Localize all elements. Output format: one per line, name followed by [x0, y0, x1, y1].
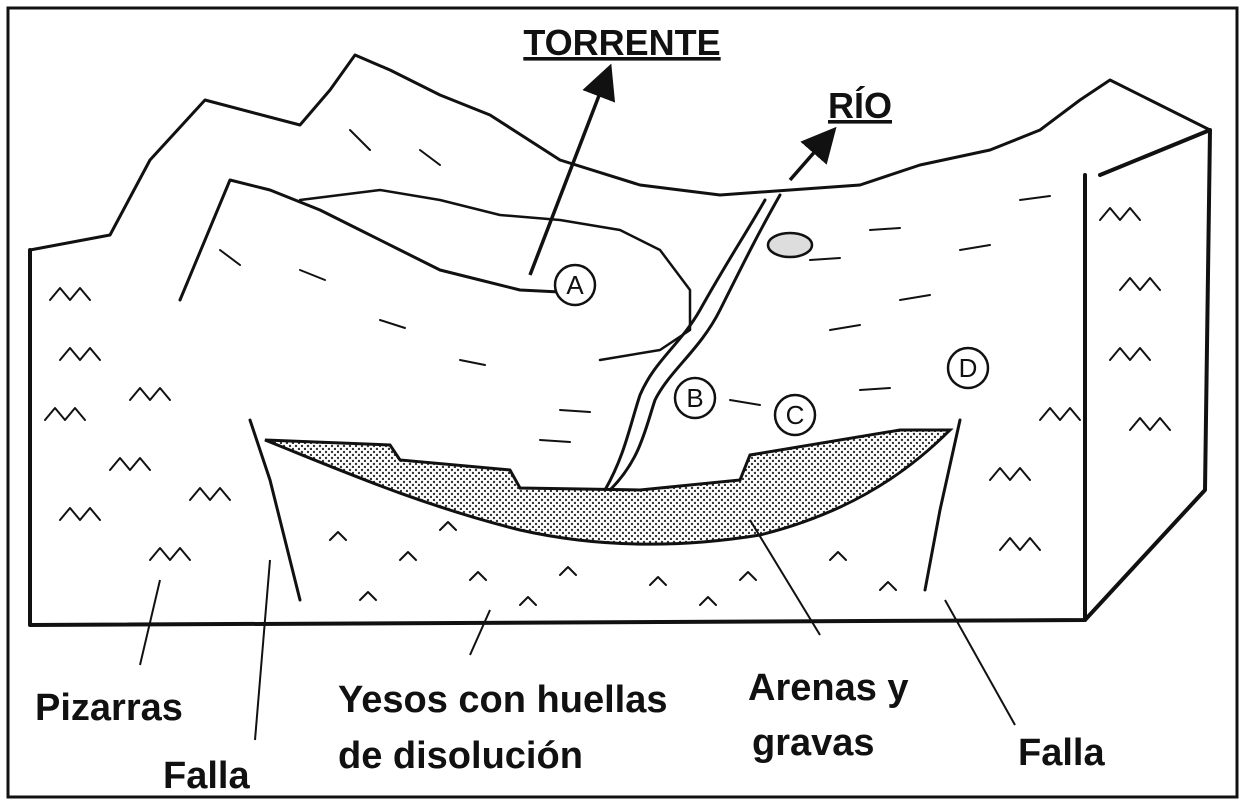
schist-pattern-left: [45, 288, 230, 560]
label-torrente: TORRENTE: [523, 22, 720, 63]
schist-pattern-right: [990, 208, 1170, 550]
point-a-label: A: [566, 270, 584, 300]
ridge-inner: [300, 190, 690, 360]
arenas-leader: [750, 520, 820, 635]
label-arenas-line2: gravas: [752, 722, 875, 764]
point-a: A: [555, 265, 595, 305]
river-channel: [610, 195, 780, 490]
point-b-label: B: [686, 383, 703, 413]
point-d-label: D: [959, 353, 978, 383]
torrente-arrow: [530, 80, 605, 275]
mountain-skyline: [30, 55, 1210, 250]
point-b: B: [675, 378, 715, 418]
label-rio: RÍO: [828, 85, 892, 126]
rio-arrow: [790, 140, 825, 180]
yesos-leader: [470, 610, 490, 655]
label-yesos-line1: Yesos con huellas: [338, 679, 667, 721]
point-d: D: [948, 348, 988, 388]
river-bank: [605, 200, 765, 490]
label-arenas-line1: Arenas y: [748, 667, 909, 709]
falla-left-leader: [255, 560, 270, 740]
point-c-label: C: [786, 400, 805, 430]
ridge-front: [180, 180, 560, 300]
label-falla-right: Falla: [1018, 732, 1105, 774]
label-yesos-line2: de disolución: [338, 735, 583, 777]
label-falla-left: Falla: [163, 755, 250, 797]
hill-hatching: [220, 130, 1050, 442]
label-pizarras: Pizarras: [35, 687, 183, 729]
small-lake: [768, 233, 812, 257]
block-outline: [30, 130, 1210, 625]
point-c: C: [775, 395, 815, 435]
